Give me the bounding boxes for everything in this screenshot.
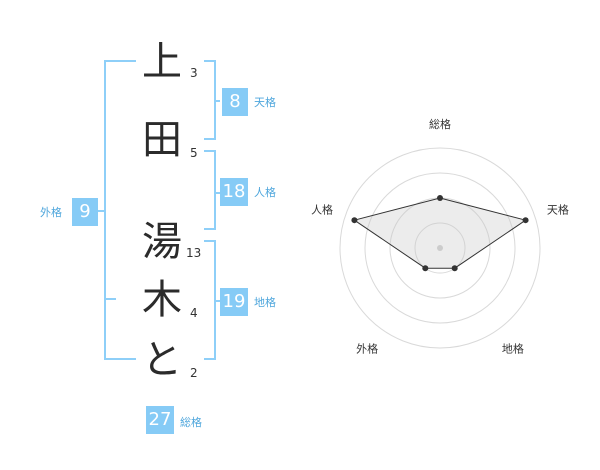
- name-char-2: 田: [142, 117, 182, 163]
- radar-point-5: [351, 217, 358, 224]
- radar-point-3: [451, 265, 458, 272]
- soukaku-value: 27: [146, 406, 174, 434]
- tenkaku-value: 8: [222, 88, 248, 116]
- radar-axis-label-5: 人格: [311, 203, 333, 217]
- stroke-count-1: 3: [190, 66, 198, 80]
- gaikaku-value: 9: [72, 198, 98, 226]
- radar-series-area: [353, 197, 527, 269]
- radar-point-2: [522, 217, 529, 224]
- radar-axis-label-2: 天格: [547, 203, 569, 217]
- radar-ring-3: [364, 172, 516, 324]
- name-char-1: 上: [142, 39, 182, 85]
- stroke-count-2: 5: [190, 146, 198, 160]
- radar-ring-4: [339, 147, 541, 349]
- stroke-count-4: 4: [190, 306, 198, 320]
- gaikaku-label: 外格: [40, 206, 62, 219]
- jinkaku-bracket: [204, 150, 216, 230]
- radar-axis-label-1: 総格: [429, 117, 451, 131]
- stroke-count-3: 13: [186, 246, 202, 260]
- chikaku-value: 19: [220, 288, 248, 316]
- radar-axis-label-4: 外格: [356, 341, 378, 355]
- stroke-count-5: 2: [190, 366, 198, 380]
- jinkaku-bracket-connector: [214, 192, 220, 194]
- jinkaku-label: 人格: [254, 186, 276, 199]
- name-char-3: 湯: [142, 219, 182, 265]
- radar-axis-label-3: 地格: [502, 341, 524, 355]
- gaikaku-bracket-tick: [104, 298, 116, 300]
- radar-ring-1: [414, 222, 466, 274]
- gaikaku-bracket-connector: [92, 210, 106, 212]
- tenkaku-bracket-connector: [214, 100, 220, 102]
- name-char-5: と: [142, 337, 182, 383]
- jinkaku-value: 18: [220, 178, 248, 206]
- soukaku-label: 総格: [180, 416, 202, 429]
- radar-center-point: [437, 245, 443, 251]
- name-char-4: 木: [142, 277, 182, 323]
- tenkaku-label: 天格: [254, 96, 276, 109]
- chikaku-label: 地格: [254, 296, 276, 309]
- radar-point-1: [437, 195, 443, 201]
- radar-point-4: [422, 265, 429, 272]
- gaikaku-bracket: [104, 60, 136, 360]
- chikaku-bracket-connector: [214, 300, 220, 302]
